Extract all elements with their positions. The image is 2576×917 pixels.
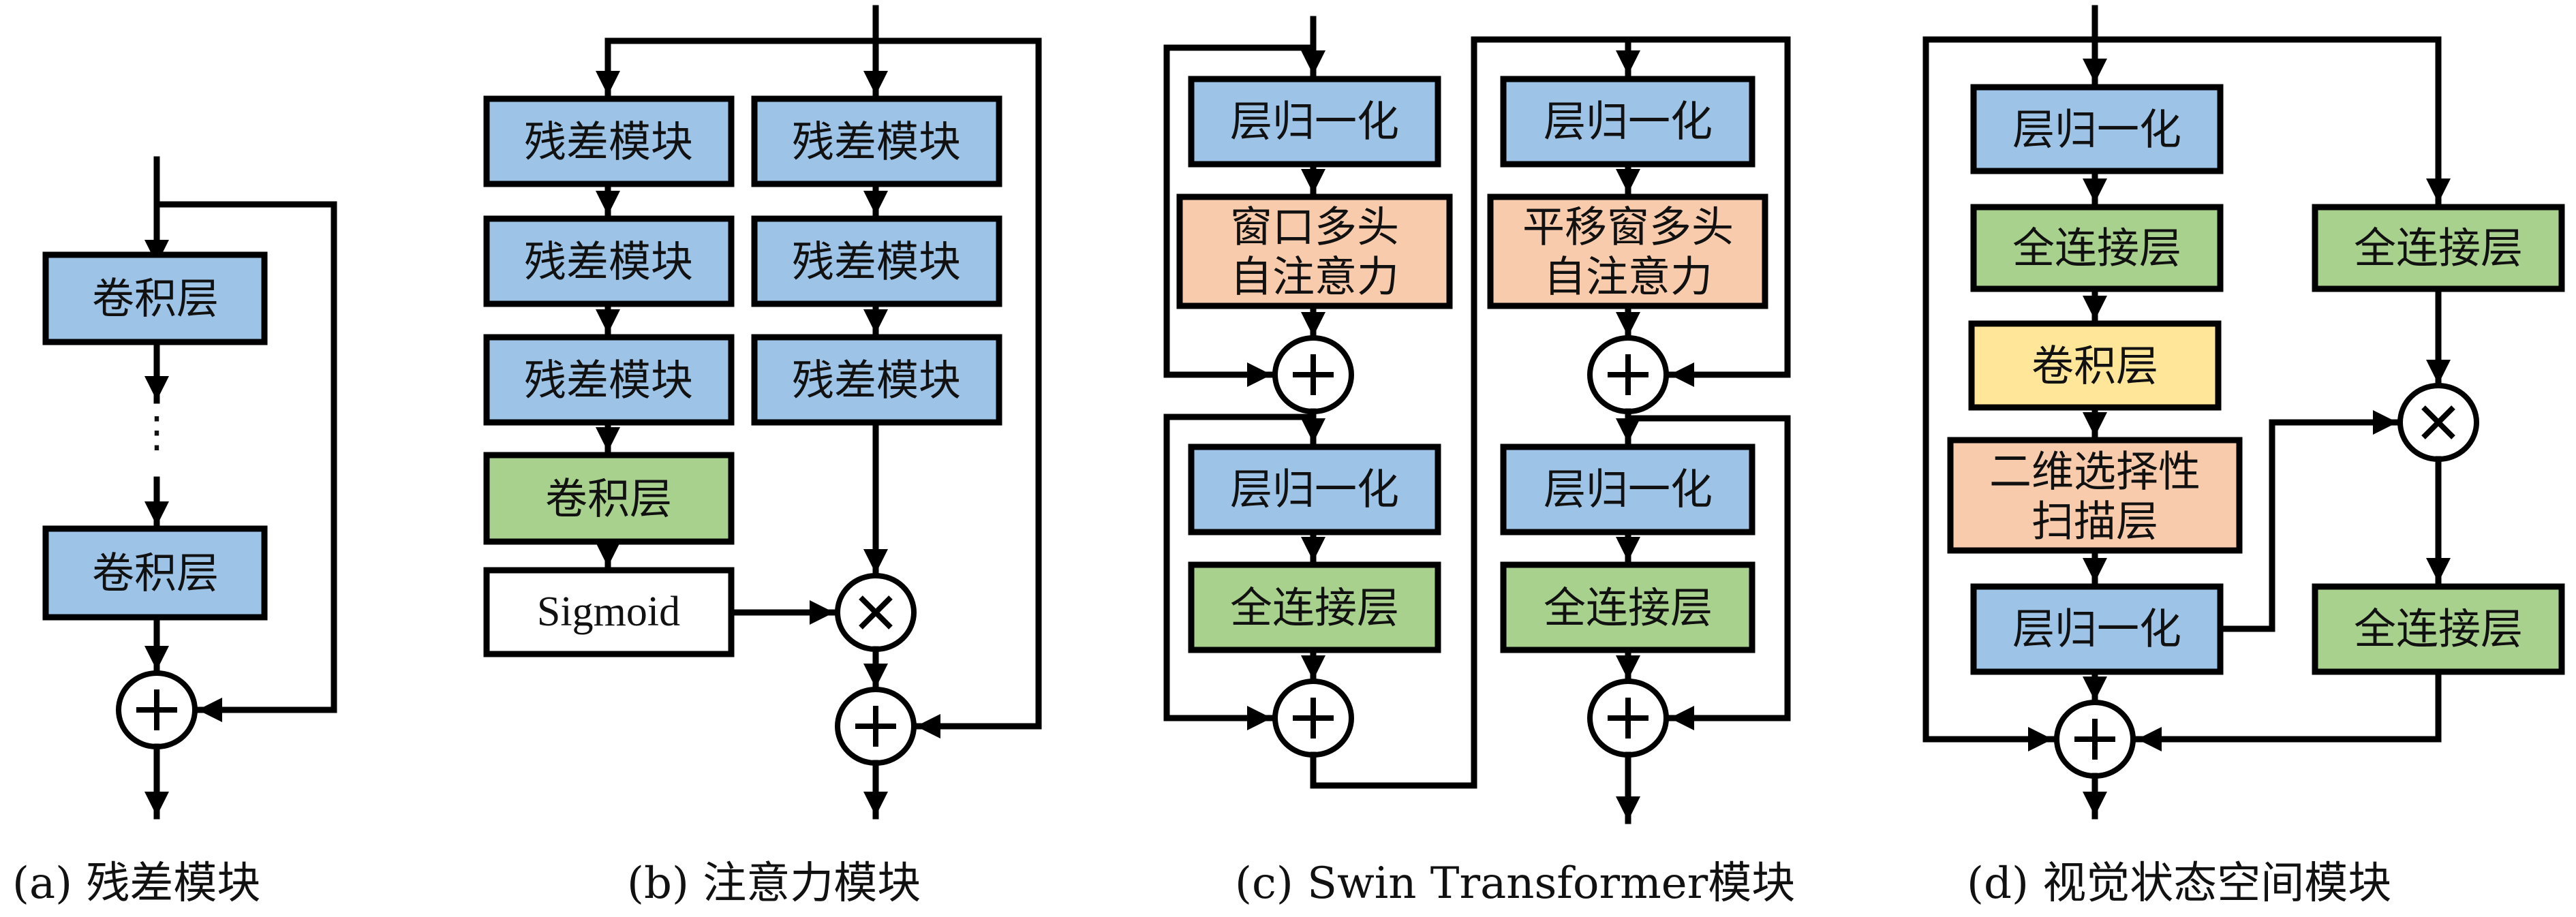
ss2d-label-line2: 扫描层	[2031, 497, 2158, 546]
residual-block-right-2	[751, 215, 1002, 307]
skip-connection	[872, 37, 1042, 739]
skip-connection-4	[1625, 415, 1791, 730]
mlp-label: 全连接层	[1544, 583, 1713, 633]
gate-linear-box-1	[2312, 204, 2565, 292]
conv-layer-box	[483, 452, 735, 545]
residual-block-label: 残差模块	[524, 117, 693, 167]
conv-layer-label: 卷积层	[2031, 341, 2158, 391]
sigmoid-label: Sigmoid	[537, 589, 680, 635]
ellipsis: ⋮	[136, 407, 178, 457]
branch-left	[596, 37, 879, 99]
conv-layer-label-1: 卷积层	[92, 274, 219, 324]
mlp-label: 全连接层	[1230, 583, 1399, 633]
layer-norm-box	[1188, 444, 1441, 535]
residual-block-label: 残差模块	[524, 356, 693, 405]
linear-label: 全连接层	[2354, 604, 2523, 654]
multiply-node	[835, 573, 917, 652]
residual-block-label: 残差模块	[524, 237, 693, 287]
conv-layer-label-2: 卷积层	[92, 548, 219, 598]
gate-linear-box-2	[2312, 583, 2565, 675]
conv-layer-label: 卷积层	[545, 474, 672, 524]
arrow-gate-to-add	[2134, 668, 2442, 751]
window-msa-label-line1: 窗口多头	[1230, 202, 1399, 252]
mlp-box	[1188, 561, 1441, 653]
residual-block-label: 残差模块	[792, 237, 961, 287]
ss2d-label-line1: 二维选择性	[1989, 447, 2201, 497]
layer-norm-box	[1970, 583, 2224, 675]
caption-b: (b) 注意力模块	[627, 858, 921, 909]
add-node	[116, 670, 198, 749]
panel-b-attention-block: 残差模块 残差模块 残差模块 卷积层 Sigmoid 残差模块 残差模块 残差模…	[483, 5, 1042, 909]
panel-a-residual-block: 卷积层 ⋮ 卷积层 (a) 残差模块	[12, 156, 337, 909]
linear-label: 全连接层	[2354, 223, 2523, 273]
layer-norm-box	[1970, 84, 2224, 174]
layer-norm-box	[1500, 444, 1755, 535]
arrow-norm-to-multiply	[2217, 410, 2401, 632]
caption-a: (a) 残差模块	[12, 858, 260, 909]
conv-layer-box-1	[42, 251, 268, 345]
add-node	[1587, 679, 1669, 758]
add-node	[2054, 700, 2136, 779]
layer-norm-label: 层归一化	[1544, 97, 1713, 146]
skip-connection-1	[1163, 44, 1317, 387]
residual-block-left-2	[483, 215, 735, 307]
layer-norm-box	[1500, 76, 1755, 168]
sigmoid-box	[483, 567, 735, 657]
skip-connection	[153, 201, 337, 722]
window-msa-box	[1176, 193, 1453, 309]
conv-layer-box	[1968, 320, 2222, 411]
branch-gate	[2091, 36, 2451, 206]
layer-norm-label: 层归一化	[2012, 105, 2181, 155]
layer-norm-label: 层归一化	[1230, 465, 1399, 514]
layer-norm-label: 层归一化	[1544, 465, 1713, 514]
shifted-window-msa-label-line1: 平移窗多头	[1522, 202, 1734, 252]
multiply-node	[2397, 383, 2479, 462]
panel-d-visual-state-space-block: 层归一化 全连接层 卷积层 二维选择性 扫描层 层归一化 全连接层 全连接层	[1922, 5, 2565, 909]
add-node	[1587, 335, 1669, 414]
shifted-window-msa-label-line2: 自注意力	[1544, 252, 1713, 302]
residual-block-left-1	[483, 95, 735, 187]
caption-d: (d) 视觉状态空间模块	[1967, 858, 2391, 909]
skip-connection	[1922, 36, 2098, 751]
add-node	[835, 687, 917, 766]
caption-c: (c) Swin Transformer模块	[1235, 858, 1795, 909]
linear-box	[1970, 204, 2224, 292]
add-node	[1272, 335, 1354, 414]
window-msa-label-line2: 自注意力	[1230, 252, 1399, 302]
skip-connection-3	[1625, 36, 1791, 387]
layer-norm-label: 层归一化	[1230, 97, 1399, 146]
ss2d-box	[1947, 437, 2243, 554]
layer-norm-label: 层归一化	[2012, 604, 2181, 654]
connector-block1-to-block2	[1310, 36, 1640, 789]
linear-label: 全连接层	[2012, 223, 2181, 273]
residual-block-label: 残差模块	[792, 356, 961, 405]
residual-block-right-1	[751, 95, 1002, 187]
panel-c-swin-transformer-block: 层归一化 窗口多头 自注意力 层归一化 全连接层 层归一化 平移窗	[1163, 16, 1795, 909]
skip-connection-2	[1163, 414, 1317, 730]
layer-norm-box	[1188, 76, 1441, 168]
add-node	[1272, 679, 1354, 758]
residual-block-label: 残差模块	[792, 117, 961, 167]
